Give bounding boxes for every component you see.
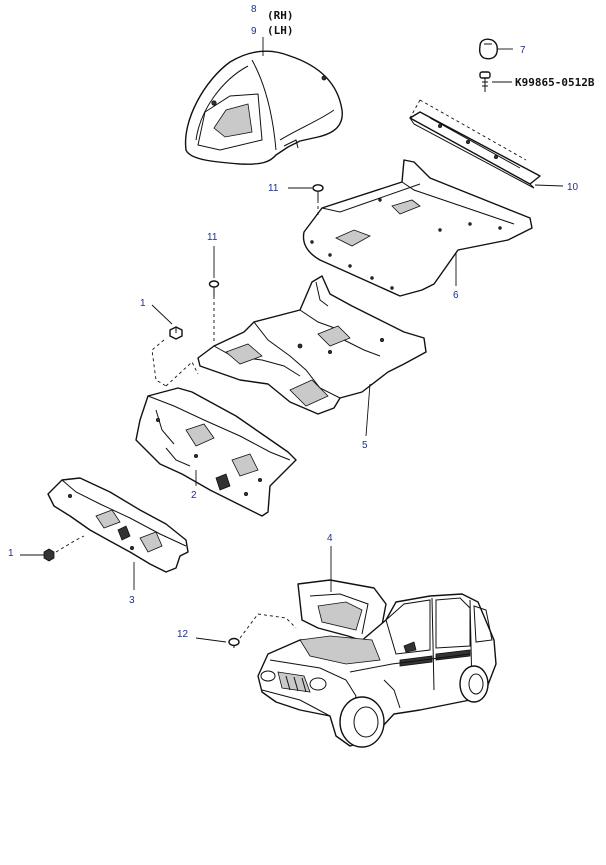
part-code-label: K99865-0512B bbox=[515, 76, 595, 89]
rear-crossmember bbox=[409, 99, 541, 189]
rear-floor-mat bbox=[302, 159, 533, 297]
callout-11-upper: 11 bbox=[268, 183, 279, 194]
callout-9: 9 bbox=[251, 26, 257, 37]
clip-lower bbox=[208, 280, 220, 296]
clip-1-upper bbox=[169, 326, 183, 340]
bolt bbox=[479, 71, 491, 92]
dash-panel-insulator bbox=[47, 477, 189, 573]
clip-1-upper-dashed bbox=[151, 339, 167, 387]
side-label-rh: (RH) bbox=[267, 9, 294, 22]
front-floor-carpet bbox=[197, 275, 427, 415]
leader-5 bbox=[365, 383, 371, 437]
callout-3: 3 bbox=[129, 595, 135, 606]
callout-1-upper: 1 bbox=[140, 298, 146, 309]
bolt-12-dashed bbox=[239, 613, 297, 639]
vehicle bbox=[257, 579, 497, 748]
dash-insulator bbox=[135, 361, 297, 517]
callout-7: 7 bbox=[520, 45, 526, 56]
callout-2: 2 bbox=[191, 490, 197, 501]
clip-1-lower-dashed bbox=[55, 535, 85, 553]
callout-10: 10 bbox=[567, 182, 579, 193]
callout-1-lower: 1 bbox=[8, 548, 14, 559]
wheel-house-cover bbox=[184, 50, 343, 165]
bolt-12 bbox=[228, 637, 240, 648]
callout-4: 4 bbox=[327, 533, 333, 544]
side-label-lh: (LH) bbox=[267, 24, 294, 37]
callout-12: 12 bbox=[177, 629, 189, 640]
leader-1-upper bbox=[151, 304, 173, 325]
clip-1-lower bbox=[43, 548, 55, 562]
leader-10 bbox=[534, 184, 564, 187]
leader-12 bbox=[195, 637, 227, 643]
grommet bbox=[478, 38, 498, 60]
callout-11-lower: 11 bbox=[207, 232, 218, 243]
clip-upper bbox=[312, 184, 324, 200]
callout-8: 8 bbox=[251, 4, 257, 15]
callout-6: 6 bbox=[453, 290, 459, 301]
callout-5: 5 bbox=[362, 440, 368, 451]
